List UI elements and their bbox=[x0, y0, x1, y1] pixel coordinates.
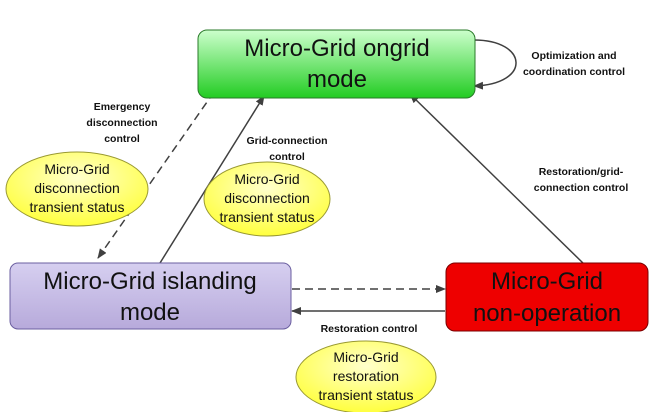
islanding-mode-box: Micro-Grid islanding mode bbox=[9, 262, 292, 330]
restoration-transient-line2: restoration bbox=[333, 368, 399, 384]
nonop-line1: Micro-Grid bbox=[491, 268, 603, 295]
grid-connection-label-line1: Grid-connection bbox=[246, 135, 327, 147]
restoration-grid-label-line1: Restoration/grid- bbox=[539, 166, 624, 178]
ongrid-mode-line1: Micro-Grid ongrid bbox=[244, 35, 429, 62]
nonop-line2: non-operation bbox=[473, 300, 621, 327]
transient-mid-line1: Micro-Grid bbox=[234, 171, 299, 187]
ongrid-mode-box: Micro-Grid ongrid mode bbox=[197, 29, 476, 99]
transient-left-line3: transient status bbox=[30, 199, 125, 215]
transient-mid-line2: disconnection bbox=[224, 190, 310, 206]
optimization-label: Optimization and coordination control bbox=[523, 50, 625, 78]
islanding-mode-line2: mode bbox=[120, 299, 180, 326]
transient-left-line1: Micro-Grid bbox=[44, 161, 109, 177]
transient-left-line2: disconnection bbox=[34, 180, 120, 196]
disconnection-transient-left-ellipse: Micro-Grid disconnection transient statu… bbox=[5, 151, 149, 227]
nonop-box: Micro-Grid non-operation bbox=[445, 262, 649, 332]
restoration-grid-label: Restoration/grid- connection control bbox=[534, 166, 629, 194]
grid-connection-arrow bbox=[159, 95, 265, 264]
restoration-grid-connection-arrow bbox=[409, 93, 586, 266]
restoration-control-label: Restoration control bbox=[321, 323, 418, 335]
emergency-label-line1: Emergency bbox=[94, 101, 151, 113]
restoration-transient-ellipse: Micro-Grid restoration transient status bbox=[295, 340, 437, 412]
disconnection-transient-mid-ellipse: Micro-Grid disconnection transient statu… bbox=[203, 161, 331, 237]
transient-mid-line3: transient status bbox=[220, 209, 315, 225]
emergency-disconnection-arrow bbox=[97, 91, 215, 259]
islanding-mode-line1: Micro-Grid islanding bbox=[43, 268, 256, 295]
emergency-label-line2: disconnection bbox=[86, 117, 157, 129]
emergency-label-line3: control bbox=[104, 133, 140, 145]
restoration-grid-label-line2: connection control bbox=[534, 182, 629, 194]
grid-connection-label-line2: control bbox=[269, 151, 305, 163]
ongrid-mode-line2: mode bbox=[307, 66, 367, 93]
emergency-label: Emergency disconnection control bbox=[86, 101, 157, 145]
optimization-label-line1: Optimization and bbox=[531, 50, 616, 62]
restoration-transient-line3: transient status bbox=[319, 387, 414, 403]
optimization-label-line2: coordination control bbox=[523, 66, 625, 78]
restoration-transient-line1: Micro-Grid bbox=[333, 349, 398, 365]
grid-connection-label: Grid-connection control bbox=[246, 135, 327, 163]
optimization-self-loop-arrow bbox=[473, 39, 517, 90]
